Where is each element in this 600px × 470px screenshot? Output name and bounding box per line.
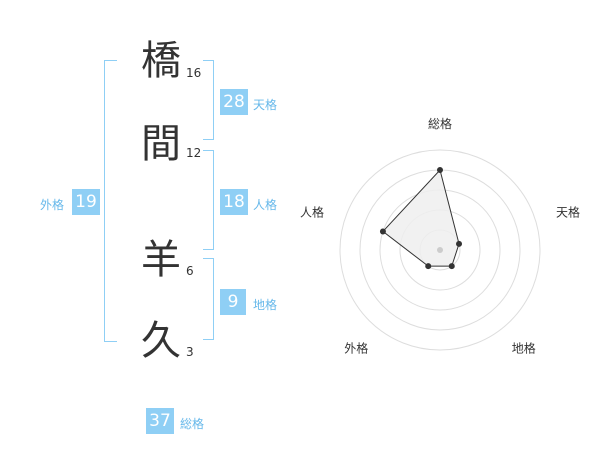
- radar-point: [379, 228, 386, 235]
- stroke-count-1: 16: [186, 66, 202, 80]
- radar-axis-label: 地格: [512, 341, 536, 356]
- radar-point: [437, 167, 443, 173]
- gaikaku-label: 外格: [40, 198, 65, 212]
- radar-polygon: [382, 168, 460, 267]
- radar-point: [456, 240, 463, 247]
- jinkaku-bracket: [203, 150, 214, 250]
- radar-points: [379, 167, 463, 270]
- radar-ring: [339, 149, 541, 351]
- stroke-count-3: 6: [186, 264, 194, 278]
- radar-axis-label: 天格: [556, 204, 580, 219]
- soukaku-value: 37: [146, 408, 174, 434]
- stroke-count-4: 3: [186, 345, 194, 359]
- radar-point: [425, 263, 432, 270]
- jinkaku-label: 人格: [253, 198, 278, 212]
- soukaku-label: 総格: [180, 417, 205, 431]
- chikaku-bracket: [203, 258, 214, 340]
- chikaku-label: 地格: [253, 298, 278, 312]
- radar-axis-label: 人格: [300, 204, 324, 219]
- stroke-count-2: 12: [186, 146, 202, 160]
- radar-center-dot: [437, 247, 443, 253]
- gaikaku-value: 19: [72, 189, 100, 215]
- name-char-3: 羊: [141, 237, 181, 283]
- name-char-1: 橋: [141, 38, 181, 84]
- tenkaku-value: 28: [220, 89, 248, 115]
- radar-axis-label: 総格: [428, 116, 452, 131]
- gaikaku-bracket: [104, 60, 117, 342]
- name-char-4: 久: [141, 318, 181, 364]
- tenkaku-bracket: [203, 60, 214, 140]
- tenkaku-label: 天格: [253, 98, 278, 112]
- radar-point: [448, 263, 455, 270]
- jinkaku-value: 18: [220, 189, 248, 215]
- radar-axis-label: 外格: [344, 341, 368, 356]
- name-char-2: 間: [141, 121, 181, 167]
- chikaku-value: 9: [220, 289, 246, 315]
